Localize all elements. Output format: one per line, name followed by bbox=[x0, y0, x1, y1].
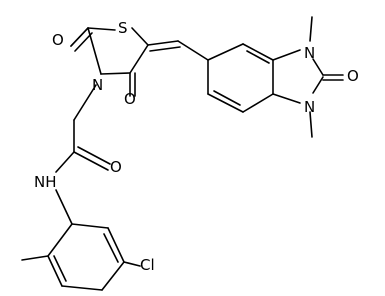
bond bbox=[123, 261, 141, 267]
oxygen-label: O bbox=[110, 158, 122, 176]
bond bbox=[242, 43, 274, 61]
bond bbox=[87, 27, 116, 31]
bond bbox=[312, 58, 324, 76]
oxygen-label: O bbox=[347, 67, 359, 85]
bond bbox=[103, 233, 119, 263]
bond bbox=[246, 50, 270, 64]
bond bbox=[147, 40, 179, 46]
bond bbox=[73, 151, 109, 171]
bond bbox=[77, 146, 111, 165]
bond bbox=[21, 255, 49, 261]
bond bbox=[312, 76, 324, 94]
sulfur-label: S bbox=[118, 19, 128, 37]
nitrogen-label: N bbox=[92, 76, 103, 94]
nitrogen-label: N bbox=[304, 44, 315, 62]
bond bbox=[309, 16, 313, 42]
nitrogen-label: N bbox=[304, 98, 315, 116]
bond bbox=[242, 93, 274, 113]
bond bbox=[272, 49, 301, 61]
chlorine-label: Cl bbox=[140, 256, 155, 274]
bond bbox=[107, 227, 125, 263]
bond bbox=[47, 223, 73, 257]
amide-nh-label: NH bbox=[34, 173, 57, 191]
bond bbox=[101, 261, 125, 291]
bond bbox=[55, 151, 75, 173]
bond bbox=[309, 111, 313, 138]
bond bbox=[73, 84, 97, 121]
bond bbox=[61, 285, 103, 291]
oxygen-label: O bbox=[124, 90, 136, 108]
bond bbox=[213, 90, 241, 106]
atom-labels: O S N O N O N O NH Cl bbox=[34, 19, 359, 274]
thiazolidinedione-ring bbox=[70, 27, 181, 97]
bond bbox=[149, 46, 181, 52]
bond bbox=[47, 255, 63, 287]
bond bbox=[55, 189, 73, 225]
bond bbox=[207, 43, 244, 61]
acetamide-linker bbox=[55, 84, 111, 173]
bond bbox=[129, 44, 149, 74]
bond bbox=[71, 223, 109, 229]
bond bbox=[100, 72, 131, 75]
bond bbox=[177, 40, 209, 61]
chloromethylphenyl-ring bbox=[21, 189, 141, 291]
bond bbox=[74, 32, 93, 52]
bond bbox=[131, 27, 149, 46]
bond bbox=[53, 255, 67, 282]
bond bbox=[70, 27, 89, 47]
bond bbox=[207, 93, 244, 113]
benzimidazolone-ring bbox=[177, 16, 344, 138]
oxygen-label: O bbox=[52, 31, 64, 49]
bond bbox=[272, 93, 301, 104]
